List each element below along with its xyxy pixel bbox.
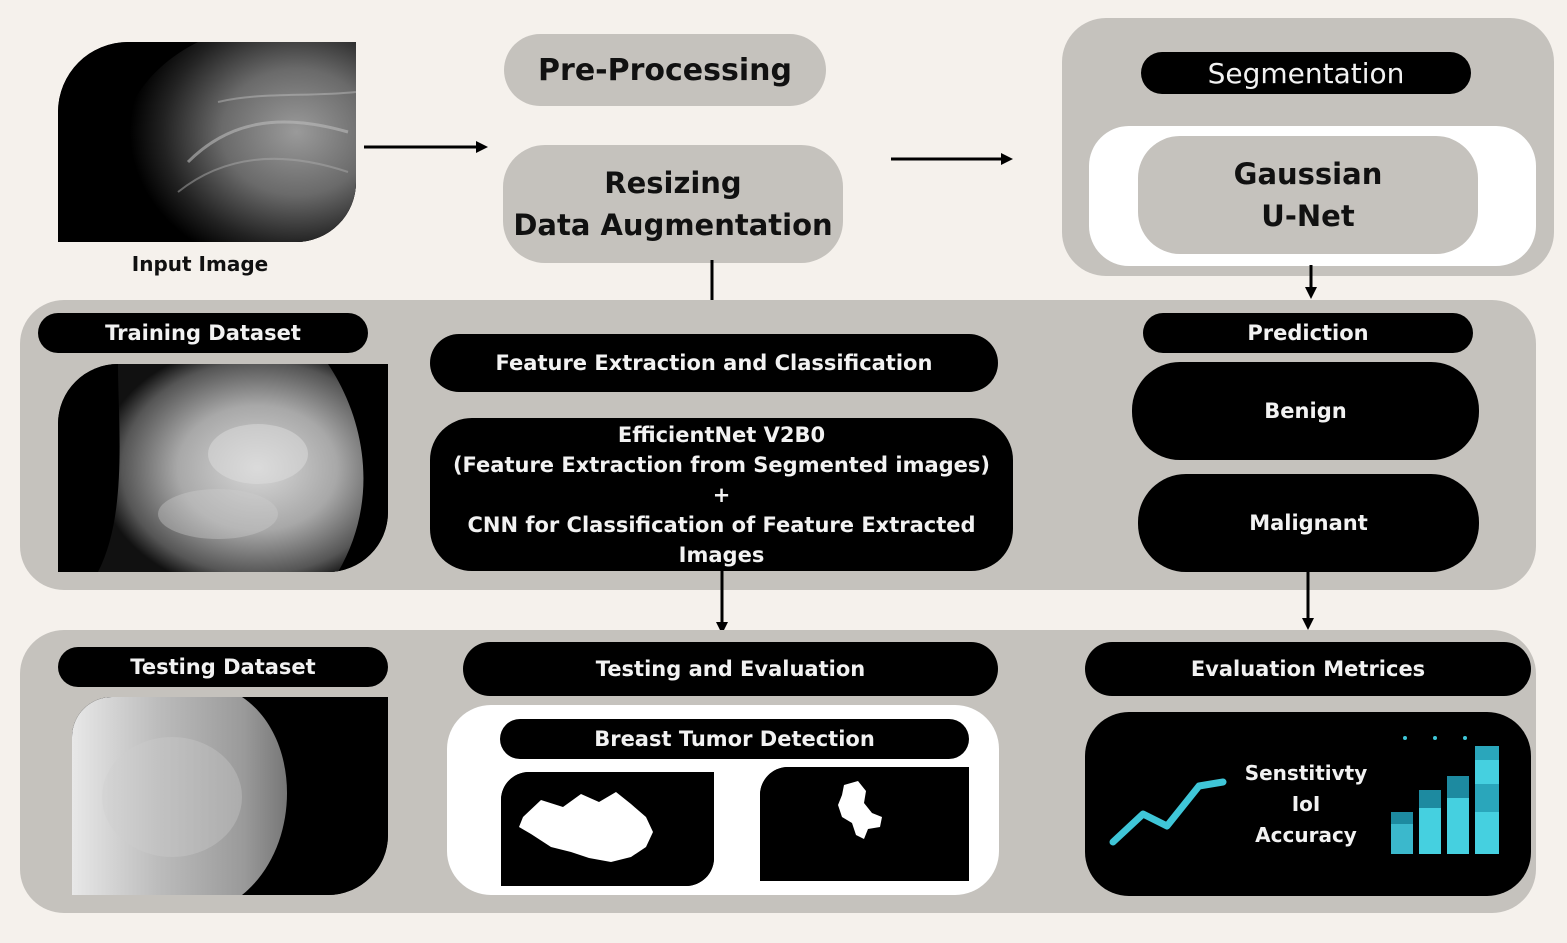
model-line-cnn: CNN for Classification of Feature Extrac… xyxy=(467,512,976,567)
tumor-mask-image-1 xyxy=(501,772,714,886)
training-dataset-label: Training Dataset xyxy=(38,313,368,353)
metrics-list: Senstitivty IoI Accuracy xyxy=(1235,758,1377,851)
preprocessing-title: Pre-Processing xyxy=(504,34,826,106)
tumor-detection-title: Breast Tumor Detection xyxy=(500,719,969,759)
tumor-mask-image-2 xyxy=(760,767,969,881)
feature-extraction-title: Feature Extraction and Classification xyxy=(430,334,998,392)
evaluation-metrics-title: Evaluation Metrices xyxy=(1085,642,1531,696)
input-image-label: Input Image xyxy=(131,252,269,276)
prediction-benign: Benign xyxy=(1132,362,1479,460)
segmentation-title: Segmentation xyxy=(1141,52,1471,94)
metric-iou: IoI xyxy=(1291,792,1321,816)
testing-mammogram-image xyxy=(72,697,388,895)
preprocessing-steps: Resizing Data Augmentation xyxy=(503,145,843,263)
bar-chart-icon xyxy=(1391,736,1499,854)
trend-line-icon xyxy=(1109,778,1227,846)
arrow-segmentation-to-prediction xyxy=(1305,265,1317,299)
model-line-efficientnet: EfficientNet V2B0 xyxy=(617,422,826,447)
prediction-title: Prediction xyxy=(1143,313,1473,353)
metric-sensitivity: Senstitivty xyxy=(1244,761,1368,785)
prediction-malignant: Malignant xyxy=(1138,474,1479,572)
model-line-plus: + xyxy=(712,482,731,507)
arrow-prediction-to-metrics xyxy=(1302,572,1314,630)
segmentation-model: Gaussian U-Net xyxy=(1138,136,1478,254)
testing-evaluation-title: Testing and Evaluation xyxy=(463,642,998,696)
arrow-preprocessing-to-segmentation xyxy=(891,153,1013,165)
metric-accuracy: Accuracy xyxy=(1255,823,1357,847)
input-mammogram-image xyxy=(58,42,356,242)
arrow-input-to-preprocessing xyxy=(364,141,488,153)
model-line-feature-extraction: (Feature Extraction from Segmented image… xyxy=(452,452,991,477)
training-mammogram-image xyxy=(58,364,388,572)
testing-dataset-label: Testing Dataset xyxy=(58,647,388,687)
arrow-classification-to-testing xyxy=(716,570,728,634)
classification-model-box: EfficientNet V2B0 (Feature Extraction fr… xyxy=(430,418,1013,571)
